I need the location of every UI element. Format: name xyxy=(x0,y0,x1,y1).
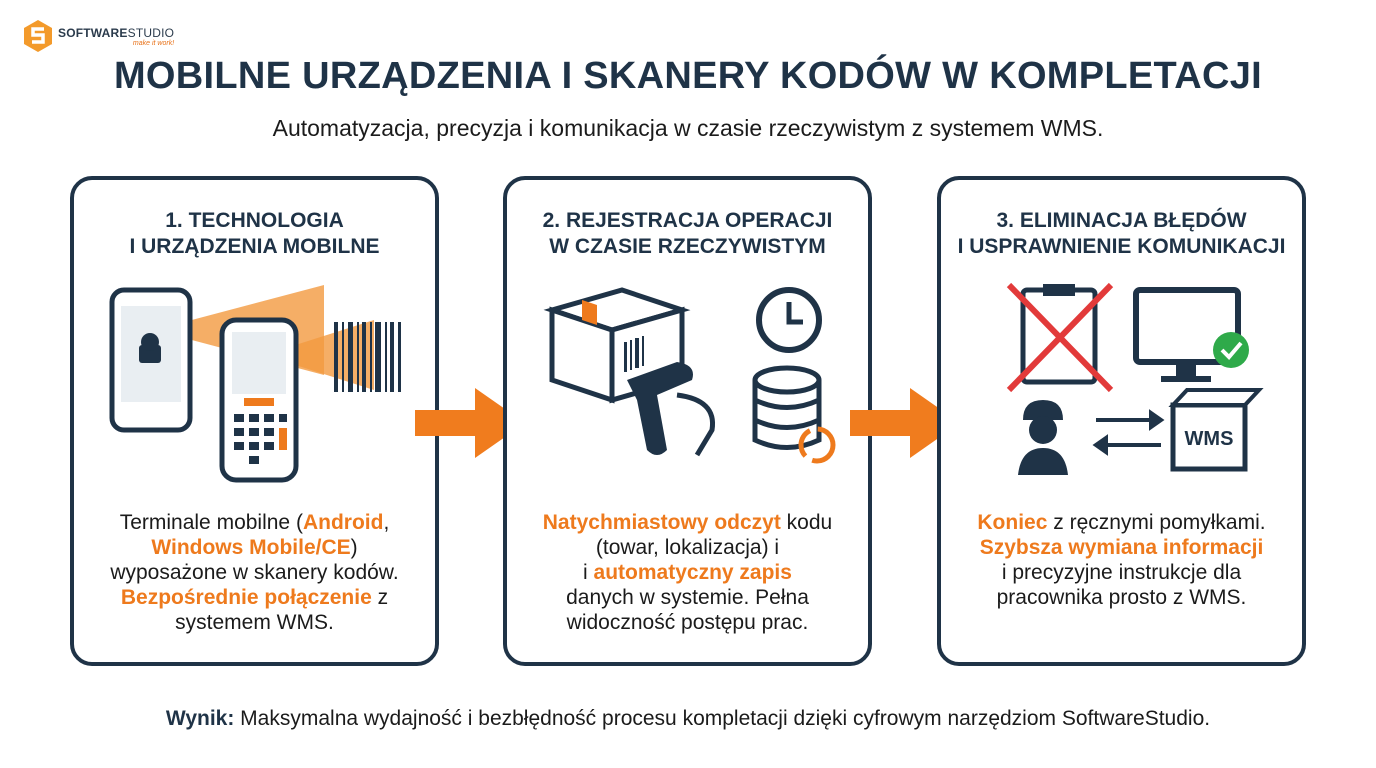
page-title: MOBILNE URZĄDZENIA I SKANERY KODÓW W KOM… xyxy=(113,55,1263,97)
highlighted-text: Szybsza wymiana informacji xyxy=(979,536,1264,559)
body-line: i automatyczny zapis xyxy=(507,560,868,585)
body-text: systemem WMS. xyxy=(175,611,334,634)
card-body: Terminale mobilne (Android,Windows Mobil… xyxy=(74,510,435,635)
body-text: Terminale mobilne ( xyxy=(119,511,303,534)
body-text: danych w systemie. Pełna xyxy=(566,586,809,609)
body-text: z xyxy=(371,586,389,609)
arrow-right-icon xyxy=(415,388,525,458)
worker-icon xyxy=(1018,400,1068,475)
highlighted-text: Windows Mobile/CE xyxy=(151,536,351,559)
smartphone-android-icon xyxy=(109,287,193,433)
result-summary: Wynik: Maksymalna wydajność i bezbłędnoś… xyxy=(0,707,1376,731)
crossed-clipboard-icon xyxy=(1006,282,1114,393)
body-text: widoczność postępu prac. xyxy=(566,611,809,634)
logo-hexagon-icon xyxy=(24,20,52,52)
body-line: (towar, lokalizacja) i xyxy=(507,535,868,560)
body-line: wyposażone w skanery kodów. xyxy=(74,560,435,585)
registration-illustration xyxy=(543,287,836,464)
body-line: systemem WMS. xyxy=(74,610,435,635)
body-line: widoczność postępu prac. xyxy=(507,610,868,635)
mobile-devices-illustration xyxy=(109,285,401,483)
body-line: Terminale mobilne (Android, xyxy=(74,510,435,535)
body-text: kodu xyxy=(780,511,833,534)
result-text: Maksymalna wydajność i bezbłędność proce… xyxy=(234,707,1211,730)
svg-text:WMS: WMS xyxy=(1185,428,1234,450)
handheld-scanner-terminal-icon xyxy=(219,317,299,483)
body-line: danych w systemie. Pełna xyxy=(507,585,868,610)
logo: SOFTWARESTUDIO make it work! xyxy=(24,20,174,52)
exchange-arrows-icon xyxy=(1092,409,1165,456)
logo-name: SOFTWARESTUDIO xyxy=(58,25,175,40)
body-line: Koniec z ręcznymi pomyłkami. xyxy=(941,510,1302,535)
package-scan-icon xyxy=(543,287,716,457)
highlighted-text: Koniec xyxy=(977,511,1048,534)
monitor-check-icon xyxy=(1133,287,1249,382)
result-label: Wynik: xyxy=(165,707,235,730)
communication-illustration: WMS xyxy=(1006,282,1264,475)
body-line: i precyzyjne instrukcje dla xyxy=(941,560,1302,585)
body-line: Natychmiastowy odczyt kodu xyxy=(507,510,868,535)
arrow-right-icon xyxy=(850,388,960,458)
database-sync-icon xyxy=(752,365,836,464)
body-line: Szybsza wymiana informacji xyxy=(941,535,1302,560)
body-text: i precyzyjne instrukcje dla xyxy=(1001,561,1242,584)
highlighted-text: Natychmiastowy odczyt xyxy=(542,511,781,534)
body-text: (towar, lokalizacja) i xyxy=(595,536,780,559)
body-text: z ręcznymi pomyłkami. xyxy=(1047,511,1266,534)
body-line: Windows Mobile/CE) xyxy=(74,535,435,560)
body-line: Bezpośrednie połączenie z xyxy=(74,585,435,610)
body-text: ) xyxy=(350,536,358,559)
logo-tagline: make it work! xyxy=(132,39,175,47)
card-body: Natychmiastowy odczyt kodu(towar, lokali… xyxy=(507,510,868,635)
clock-icon xyxy=(756,287,822,353)
card-body: Koniec z ręcznymi pomyłkami.Szybsza wymi… xyxy=(941,510,1302,610)
body-text: wyposażone w skanery kodów. xyxy=(110,561,399,584)
body-line: pracownika prosto z WMS. xyxy=(941,585,1302,610)
body-text: i xyxy=(583,561,594,584)
wms-box-icon: WMS xyxy=(1168,388,1264,472)
highlighted-text: automatyczny zapis xyxy=(593,561,792,584)
body-text: , xyxy=(383,511,390,534)
highlighted-text: Bezpośrednie połączenie xyxy=(120,586,372,609)
highlighted-text: Android xyxy=(302,511,384,534)
body-text: pracownika prosto z WMS. xyxy=(996,586,1247,609)
page-subtitle: Automatyzacja, precyzja i komunikacja w … xyxy=(272,115,1104,141)
barcode-icon xyxy=(334,322,401,392)
